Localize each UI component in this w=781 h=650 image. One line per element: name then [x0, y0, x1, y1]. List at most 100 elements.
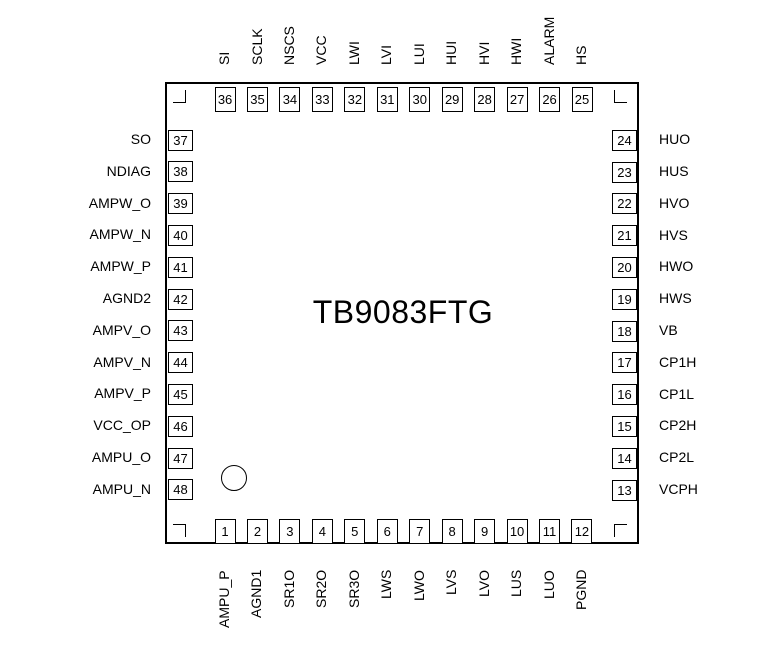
pin-label: CP1H — [659, 353, 697, 370]
pin-label: HVS — [659, 226, 688, 243]
pin-label: AMPW_P — [90, 258, 151, 275]
pin-label: HUS — [659, 163, 689, 179]
pin-label: VB — [659, 322, 678, 338]
pin-label: LWS — [378, 569, 395, 599]
pin-label: HUI — [443, 40, 460, 65]
pin-number-box: 25 — [571, 87, 593, 112]
pin-label: LWO — [410, 570, 427, 601]
pin-number-box: 2 — [246, 519, 268, 544]
pin-label: AGND1 — [248, 569, 265, 618]
pin-label: AMPV_P — [94, 385, 151, 402]
pin-number-box: 39 — [168, 193, 193, 215]
corner-mark-top-left — [173, 90, 186, 103]
pin-number-box: 9 — [474, 519, 496, 544]
pin-label: CP2L — [659, 449, 695, 466]
pin-number-box: 18 — [612, 320, 637, 342]
pin-number-box: 31 — [376, 87, 398, 112]
pin-number-box: 20 — [612, 256, 637, 278]
pin-label: SR3O — [345, 569, 362, 608]
pin-label: HS — [573, 45, 589, 65]
pin-label: LUO — [540, 570, 557, 599]
pin-number-box: 34 — [279, 87, 301, 112]
chip-package-outline — [165, 82, 639, 544]
pin-label: HVI — [475, 41, 492, 65]
pin-number-box: 14 — [612, 447, 637, 469]
pin-number-box: 28 — [474, 87, 496, 112]
pin-label: AMPU_P — [216, 570, 232, 628]
pin-number-box: 12 — [571, 519, 593, 544]
pin-number-box: 43 — [168, 320, 193, 342]
pin-number-box: 1 — [214, 519, 236, 544]
pin-number-box: 16 — [612, 384, 637, 406]
pin-label: LVS — [443, 569, 460, 595]
corner-mark-bottom-right — [614, 524, 627, 537]
pin-label: AMPU_N — [92, 480, 151, 497]
pin-label: AMPW_O — [88, 194, 151, 211]
pin-label: HWI — [508, 37, 525, 65]
corner-mark-bottom-left — [173, 524, 186, 537]
pin-label: NSCS — [280, 26, 297, 65]
pin-number-box: 8 — [441, 519, 463, 544]
pin-number-box: 37 — [168, 129, 193, 151]
pin1-marker-icon — [221, 465, 247, 491]
pin-number-box: 23 — [612, 161, 637, 183]
pin-label: VCPH — [659, 481, 698, 497]
pin-label: SO — [130, 131, 151, 147]
pin-number-box: 26 — [539, 87, 561, 112]
pin-number-box: 10 — [506, 519, 528, 544]
pin-label: AGND2 — [102, 290, 151, 306]
pin-number-box: 3 — [279, 519, 301, 544]
pin-number-box: 19 — [612, 288, 637, 310]
pin-label: CP1L — [659, 385, 695, 402]
pin-label: LWI — [345, 41, 362, 65]
chip-name: TB9083FTG — [312, 294, 494, 330]
pin-number-box: 22 — [612, 193, 637, 215]
pin-label: CP2H — [659, 417, 697, 434]
pin-number-box: 40 — [168, 224, 193, 246]
pin-number-box: 11 — [539, 519, 560, 544]
pin-number-box: 27 — [506, 87, 528, 112]
pin-number-box: 6 — [376, 519, 398, 544]
pin-label: HUO — [659, 131, 691, 148]
pin-number-box: 24 — [612, 129, 637, 151]
pin-label: AMPU_O — [91, 449, 151, 465]
pin-label: HVO — [659, 194, 690, 211]
pin-label: SI — [216, 51, 233, 65]
pin-label: LVO — [475, 570, 492, 597]
pin-label: SR2O — [313, 569, 330, 608]
pin-number-box: 29 — [441, 87, 463, 112]
pin-number-box: 33 — [311, 87, 333, 112]
pin-label: LUI — [410, 43, 427, 65]
pin-number-box: 4 — [311, 519, 333, 544]
pin-number-box: 15 — [612, 415, 637, 437]
pin-label: AMPV_N — [93, 353, 151, 370]
pin-number-box: 17 — [612, 352, 637, 374]
corner-mark-top-right — [614, 90, 627, 103]
pin-number-box: 36 — [214, 87, 236, 112]
pin-label: LVI — [378, 45, 395, 65]
pin-label: LUS — [508, 569, 525, 597]
pin-label: SR1O — [280, 569, 297, 608]
pin-number-box: 30 — [409, 87, 431, 112]
pin-number-box: 48 — [168, 479, 193, 501]
pin-number-box: 13 — [612, 479, 637, 501]
pin-label: VCC_OP — [93, 417, 151, 434]
pin-label: AMPV_O — [92, 321, 151, 338]
pin-label: NDIAG — [106, 162, 151, 179]
pin-label: VCC — [313, 35, 330, 65]
pin-number-box: 32 — [344, 87, 366, 112]
pin-label: HWO — [659, 258, 694, 275]
pin-number-box: 38 — [168, 161, 193, 183]
pin-label: ALARM — [540, 16, 557, 65]
pin-number-box: 42 — [168, 288, 193, 310]
pin-number-box: 21 — [612, 225, 637, 247]
pin-label: PGND — [572, 569, 589, 610]
pin-label: HWS — [659, 290, 692, 307]
pin-number-box: 44 — [168, 352, 193, 374]
pin-label: AMPW_N — [89, 226, 151, 243]
pin-number-box: 45 — [168, 383, 193, 405]
pin-number-box: 46 — [168, 415, 193, 437]
pin-number-box: 47 — [168, 447, 193, 469]
pin-label: SCLK — [248, 28, 265, 65]
pin-number-box: 7 — [409, 519, 431, 544]
